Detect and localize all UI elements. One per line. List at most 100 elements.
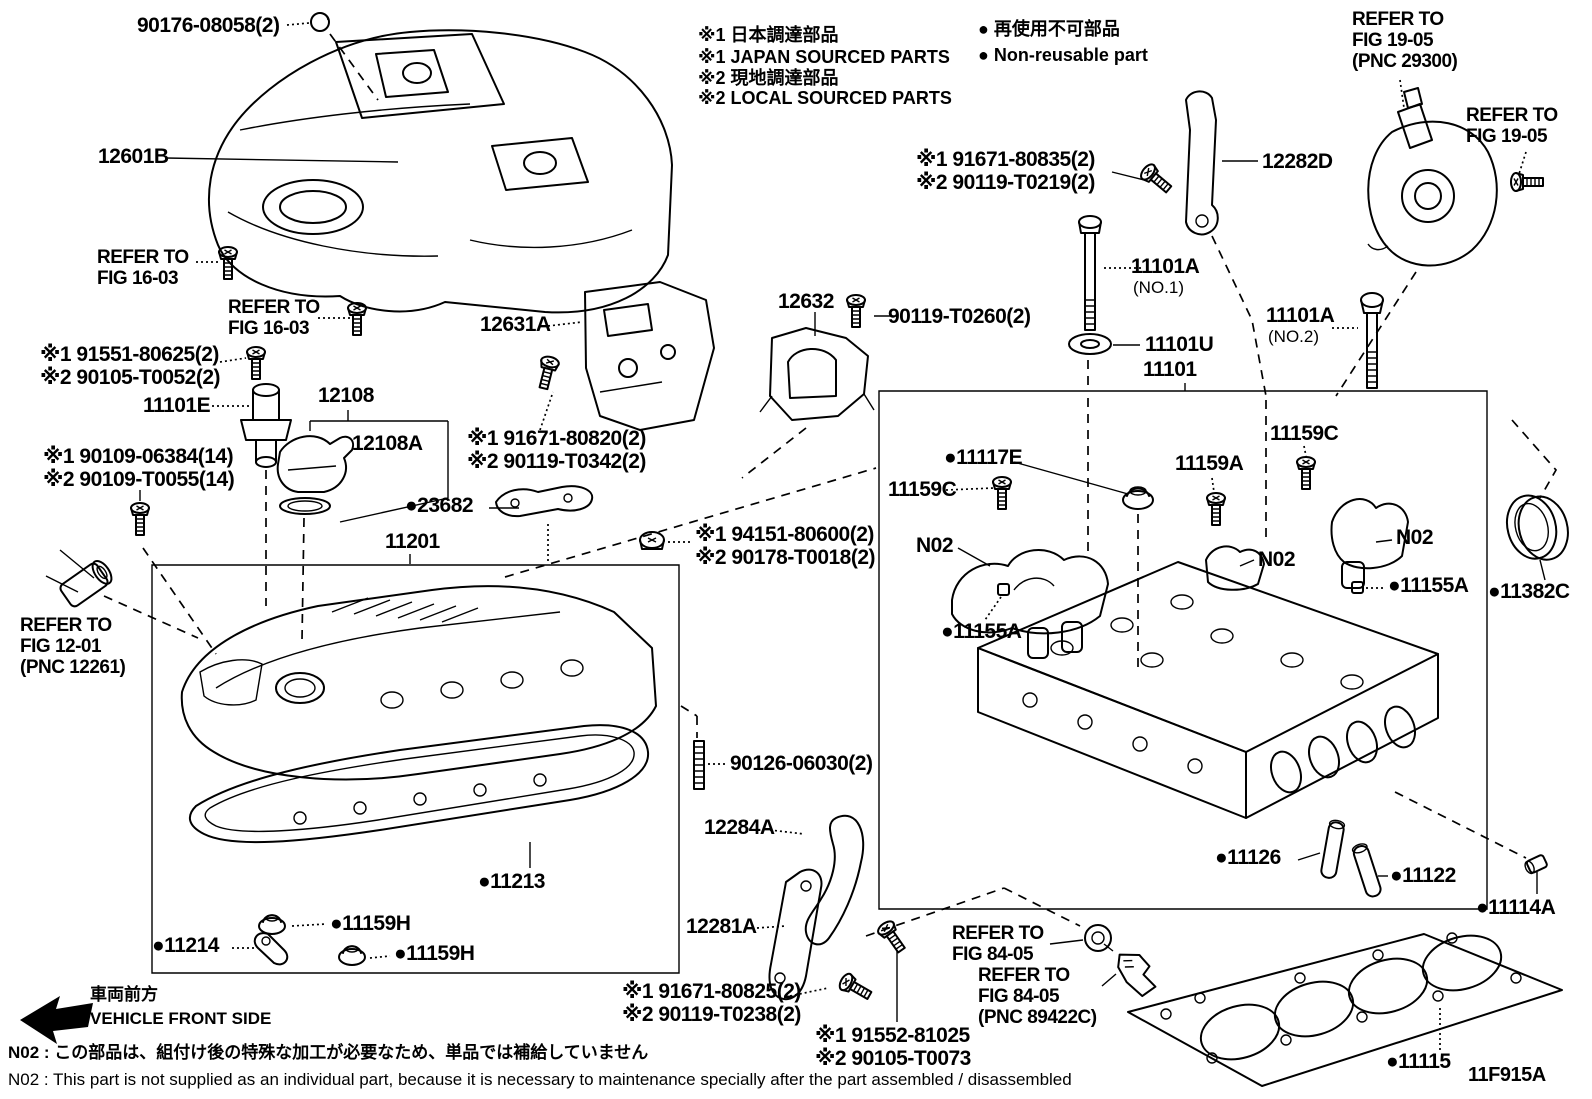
- bolt-90109: [130, 502, 150, 536]
- label-11101E: 11101E: [143, 394, 211, 417]
- label-11159C-left: 11159C: [888, 478, 957, 501]
- bolt-91671-80820: [533, 353, 561, 392]
- label-90109: ※1 90109-06384(14) ※2 90109-T0055(14): [43, 445, 235, 492]
- leader-lines: [104, 23, 1556, 1050]
- label-11122: ●11122: [1390, 864, 1456, 887]
- label-refer-fig-16-03-a: REFER TO FIG 16-03: [97, 247, 189, 289]
- label-91671-80820: ※1 91671-80820(2) ※2 90119-T0342(2): [467, 427, 646, 474]
- sensor-refer-8405-art: [1108, 947, 1165, 999]
- legend-note1-en: ※1 JAPAN SOURCED PARTS: [698, 47, 950, 67]
- label-11101U: 11101U: [1145, 333, 1214, 356]
- label-90176-08058: 90176-08058(2): [137, 14, 280, 37]
- sensor-11101E-art: [241, 384, 291, 467]
- label-refer-fig-84-05-b: REFER TO FIG 84-05 (PNC 89422C): [978, 965, 1097, 1028]
- label-11101A-no1-sub: (NO.1): [1133, 278, 1184, 297]
- bolt-91551: [246, 346, 266, 380]
- vacuum-pump-art: [1368, 88, 1497, 266]
- label-12632: 12632: [778, 290, 834, 313]
- bracket-12632-art: [760, 328, 874, 420]
- engine-cover-art: [209, 13, 672, 312]
- label-91671-80825: ※1 91671-80825(2) ※2 90119-T0238(2): [622, 980, 801, 1027]
- label-11101A-no1: 11101A: [1131, 255, 1200, 278]
- cylinder-head-box: [879, 391, 1487, 909]
- cylinder-head-cover-art: [182, 586, 656, 779]
- label-11155A-left: ●11155A: [941, 620, 1022, 643]
- refer-1201-part-art: [46, 550, 115, 608]
- bolt-11159A: [1206, 492, 1226, 526]
- label-11126: ●11126: [1215, 846, 1281, 869]
- label-11155A-right: ●11155A: [1388, 574, 1469, 597]
- label-94151-80600: ※1 94151-80600(2) ※2 90178-T0018(2): [695, 523, 876, 570]
- label-11159H-1: ●11159H: [330, 912, 411, 935]
- washer-11101U-art: [1069, 334, 1111, 354]
- label-refer-fig-84-05-a: REFER TO FIG 84-05: [952, 923, 1044, 965]
- label-11101A-no2: 11101A: [1266, 304, 1335, 327]
- label-refer-fig-16-03-b: REFER TO FIG 16-03: [228, 297, 320, 339]
- label-12631A: 12631A: [480, 313, 551, 336]
- bolt-91671-80825: [836, 970, 875, 1005]
- bolt-11101A-no1-art: [1079, 216, 1101, 330]
- hook-12284A-art: [806, 816, 863, 945]
- label-12108: 12108: [318, 384, 374, 407]
- legend-nonreusable-en: ● Non-reusable part: [978, 45, 1148, 65]
- plug-11114A-art: [1523, 854, 1548, 875]
- oil-cap-12108-art: [278, 436, 353, 514]
- camcap-n02-mid-art: [1206, 546, 1264, 589]
- valve-guide-11122-art: [1351, 842, 1382, 898]
- footnote-n02-en: N02 : This part is not supplied as an in…: [8, 1070, 1072, 1089]
- camcap-n02-left-art: [952, 550, 1108, 658]
- bolt-refer-1603b: [347, 302, 367, 336]
- legend-note2-en: ※2 LOCAL SOURCED PARTS: [698, 88, 952, 108]
- bolt-11159C-right: [1296, 456, 1316, 490]
- legend-note1-jp: ※1 日本調達部品: [698, 25, 839, 45]
- bolt-91671-80835: [1137, 160, 1176, 198]
- vehicle-front-jp: 車両前方: [90, 985, 158, 1004]
- cap-11159H-2: [338, 945, 366, 966]
- label-91671-80835: ※1 91671-80835(2) ※2 90119-T0219(2): [916, 148, 1095, 195]
- label-11117E: ●11117E: [944, 446, 1023, 469]
- label-12108A: 12108A: [352, 432, 423, 455]
- valve-guide-11126-art: [1320, 819, 1345, 879]
- legend-nonreusable-jp: ● 再使用不可部品: [978, 19, 1120, 39]
- label-n02-right: N02: [1396, 526, 1434, 549]
- cap-11117E-art: [1123, 487, 1153, 509]
- label-11159C-topright: 11159C: [1270, 422, 1339, 445]
- vehicle-front-arrow-icon: [20, 996, 93, 1044]
- hanger-12282D-art: [1186, 91, 1218, 234]
- seal-11214-art: [255, 933, 288, 964]
- bead-11155A-left: [998, 584, 1009, 595]
- label-refer-fig-19-05-pnc: REFER TO FIG 19-05 (PNC 29300): [1352, 9, 1458, 72]
- label-11115: ●11115: [1386, 1050, 1451, 1073]
- cover-gasket-11213-art: [190, 725, 648, 842]
- grommet-refer-8405-art: [1085, 925, 1113, 951]
- label-11213: ●11213: [478, 870, 545, 893]
- label-11159H-2: ●11159H: [394, 942, 475, 965]
- label-11101A-no2-sub: (NO.2): [1268, 327, 1319, 346]
- bolt-11159C-left: [992, 476, 1012, 510]
- cap-11159H-1: [258, 914, 286, 935]
- label-11201: 11201: [385, 530, 440, 553]
- label-11159A: 11159A: [1175, 452, 1244, 475]
- label-11214: ●11214: [152, 934, 219, 957]
- label-91552-81025: ※1 91552-81025 ※2 90105-T0073: [815, 1024, 971, 1071]
- label-n02-left: N02: [916, 534, 954, 557]
- label-11382C: ●11382C: [1488, 580, 1570, 603]
- label-11101: 11101: [1143, 358, 1197, 381]
- bracket-12631A-art: [585, 282, 714, 430]
- bolt-11101A-no2-art: [1361, 293, 1383, 388]
- label-12282D: 12282D: [1262, 150, 1333, 173]
- label-12281A: 12281A: [686, 915, 757, 938]
- bolt-91552: [874, 917, 910, 957]
- cylinder-head-art: [978, 562, 1438, 818]
- label-12601B: 12601B: [98, 145, 169, 168]
- stud-90126-art: [694, 741, 704, 789]
- bead-11155A-right: [1352, 582, 1363, 593]
- vehicle-front-en: VEHICLE FRONT SIDE: [90, 1009, 272, 1028]
- label-90126-06030: 90126-06030(2): [730, 752, 873, 775]
- label-n02-mid: N02: [1258, 548, 1296, 571]
- footnote-n02-jp: N02 : この部品は、組付け後の特殊な加工が必要なため、単品では補給していませ…: [8, 1043, 649, 1062]
- label-23682: ●23682: [405, 494, 474, 517]
- bolt-90119-T0260: [846, 294, 866, 328]
